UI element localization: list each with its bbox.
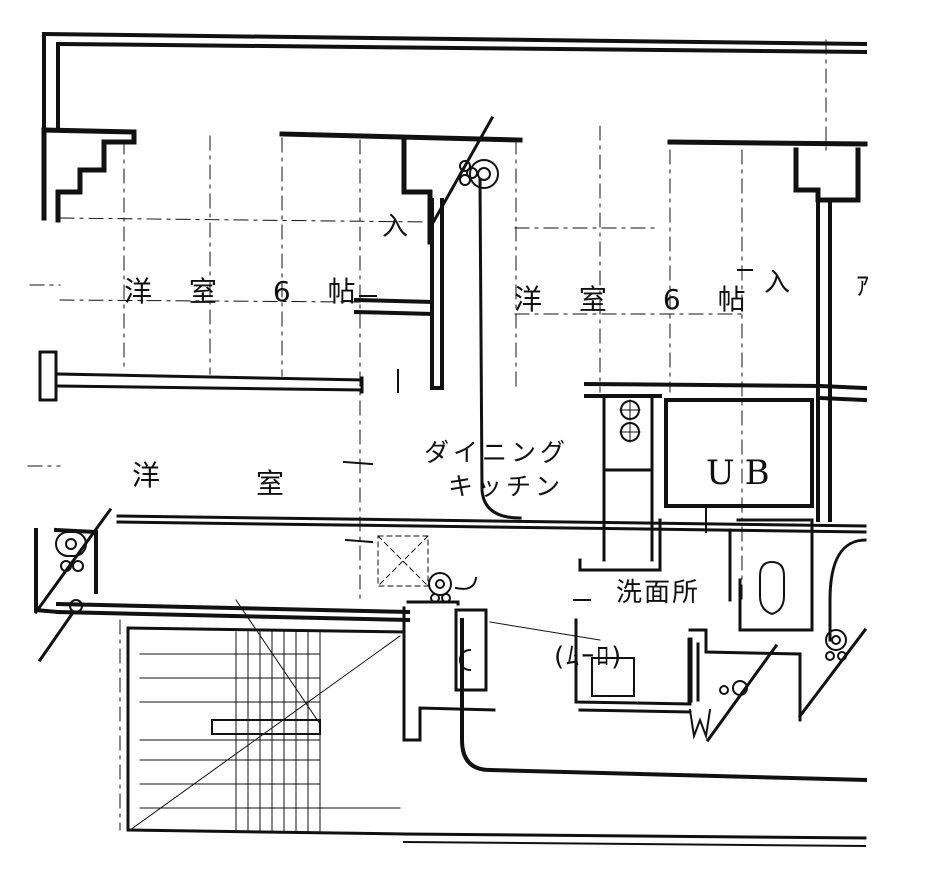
label-entrance-left: 入: [382, 212, 409, 242]
pipe-shaft: [454, 178, 868, 783]
room-label-western-left: 洋 室 6 帖: [124, 275, 370, 308]
wall-left-room-bottom: [38, 350, 364, 402]
room-label-washroom: 洗面所: [616, 578, 701, 608]
room-label-western-right: 洋 室 6 帖: [514, 283, 760, 316]
electrical-symbols: [33, 115, 868, 743]
wall-dining-bottom: [116, 514, 867, 534]
outer-wall-bottom: [402, 832, 867, 840]
room-label-western-lower-1: 洋: [132, 459, 175, 492]
label-partial-room: ｱ: [856, 272, 870, 302]
stairwell: [126, 599, 496, 836]
outer-wall-top: [41, 31, 868, 55]
kitchen-counter: [578, 394, 662, 572]
label-entrance-right: 入: [764, 268, 791, 298]
outer-wall-left: [42, 32, 60, 132]
room-label-dining-1: ダイニング: [424, 438, 570, 467]
outer-wall-bottom-inner: [402, 840, 867, 848]
room-label-dining-2: キッチン: [448, 472, 565, 501]
wall-right-room-top: [667, 139, 868, 203]
tick-marks: [342, 269, 753, 601]
guide-line: [489, 621, 601, 641]
ventilation-square: [377, 535, 429, 587]
wall-right-room-bottom: [583, 198, 868, 522]
room-label-unit-bath: UB: [706, 453, 780, 493]
unit-bath-box: [664, 398, 814, 508]
wall-central-partition: [353, 198, 444, 390]
wall-corridor: [34, 527, 411, 623]
room-label-western-lower-2: 室: [256, 467, 299, 500]
washroom-walls: [574, 518, 814, 722]
annotation-ceiling-note: (ﾑｰﾛ): [554, 642, 624, 672]
grid-lines: [27, 39, 827, 831]
